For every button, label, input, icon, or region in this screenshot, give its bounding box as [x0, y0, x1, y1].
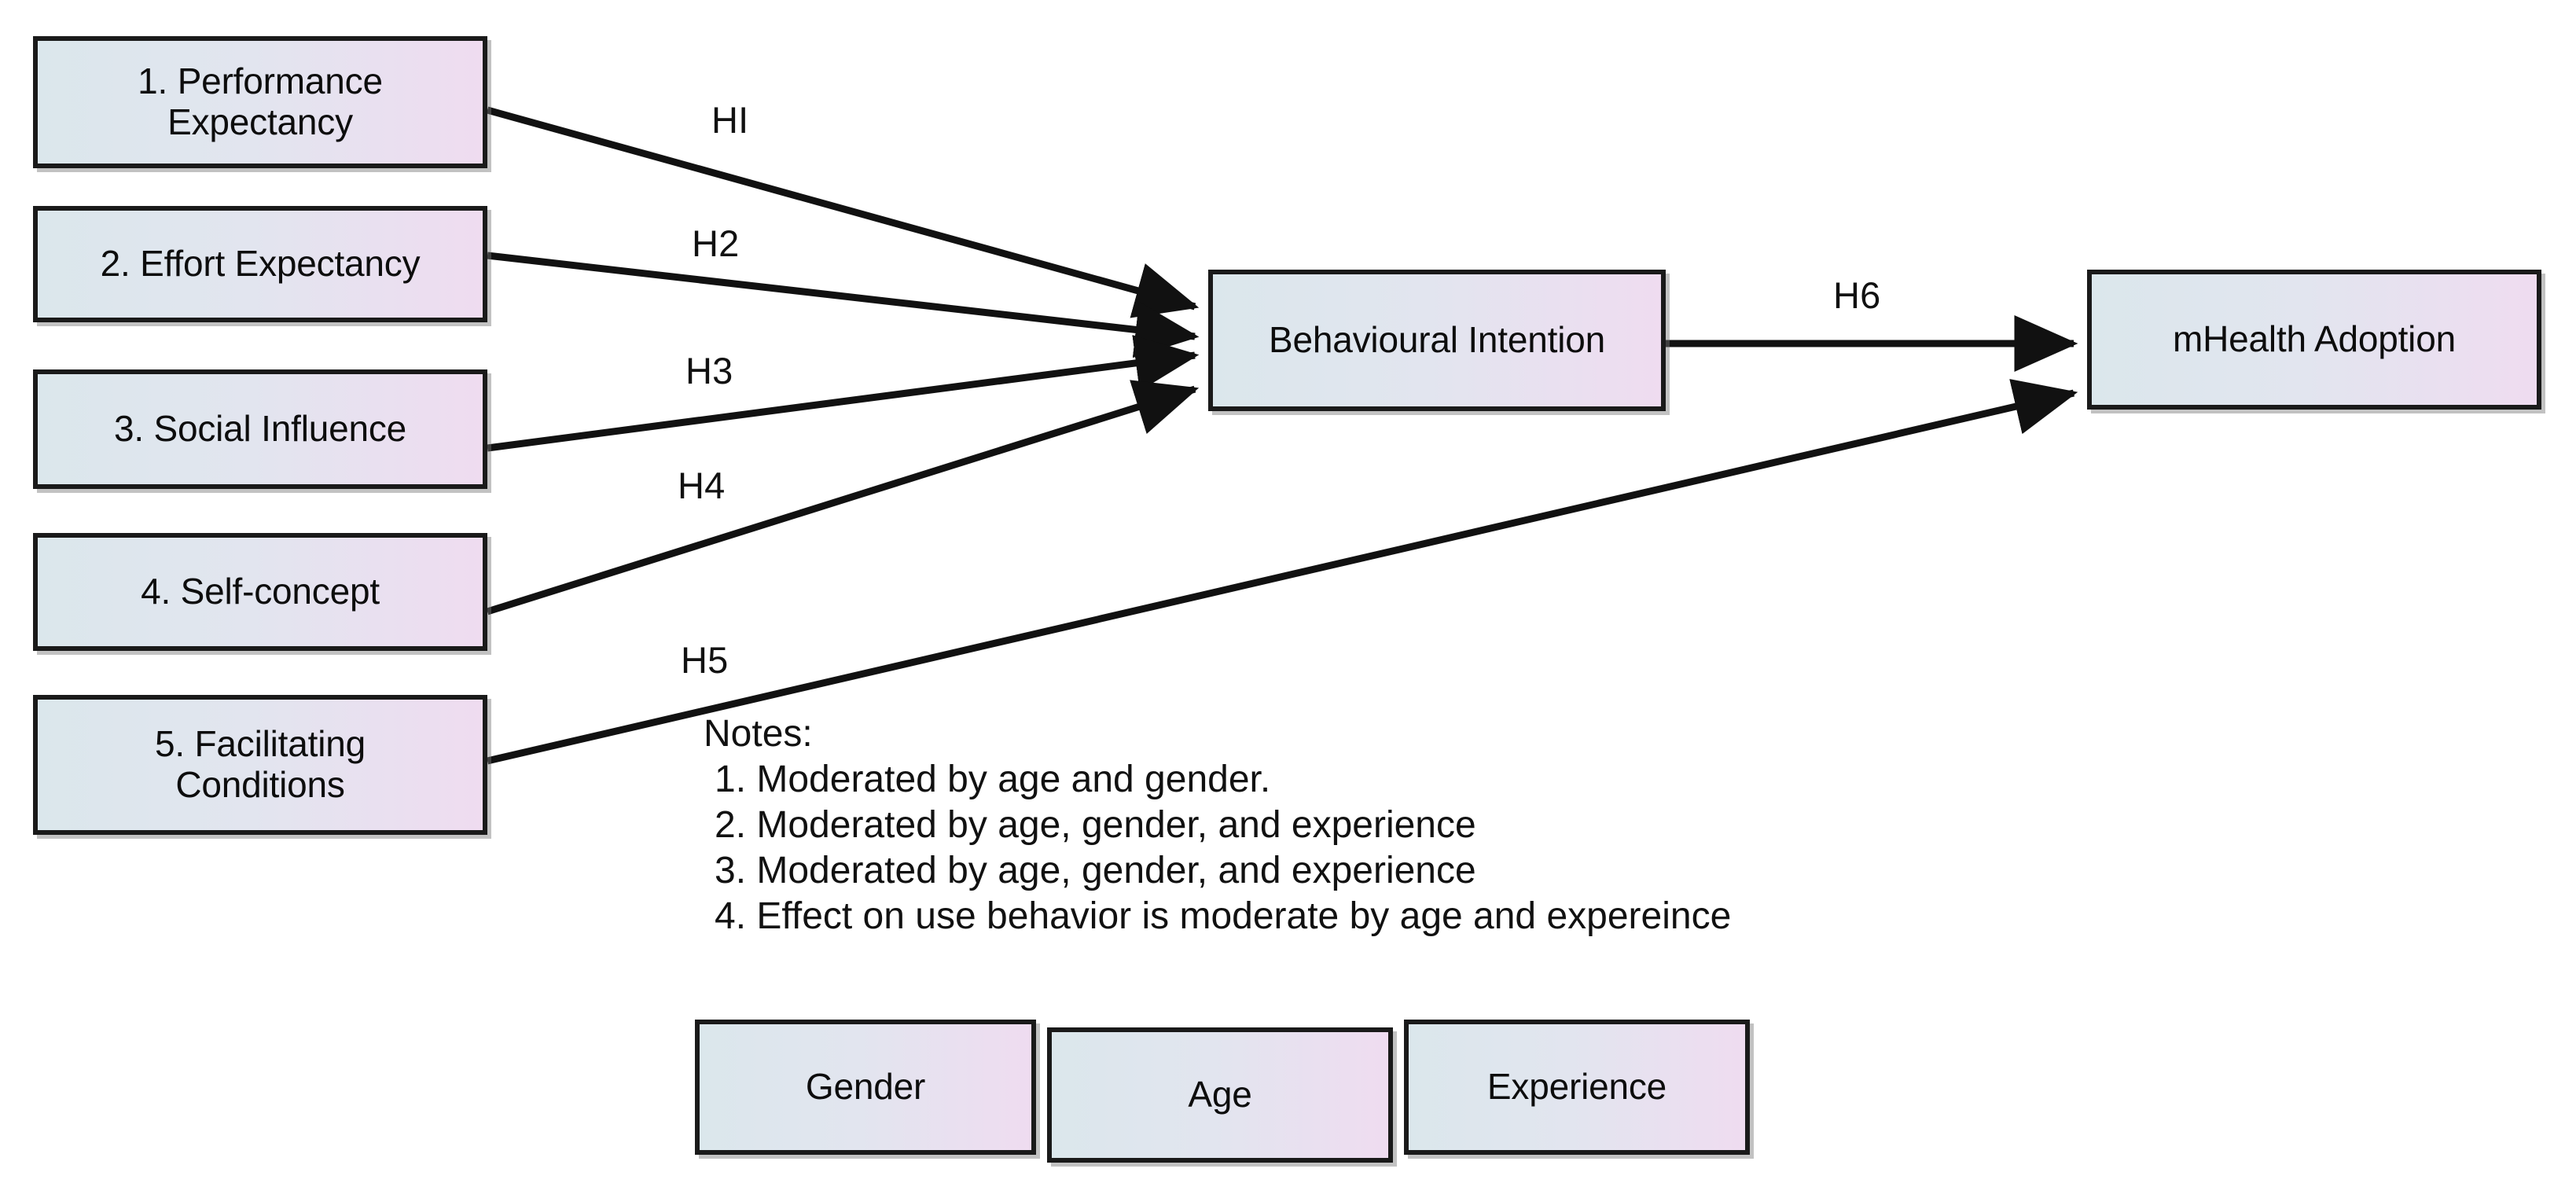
node-self-concept[interactable]: 4. Self-concept — [33, 533, 487, 651]
note-item-4: 4. Effect on use behavior is moderate by… — [715, 895, 1732, 937]
edge-label-h3: H3 — [685, 350, 733, 391]
node-age[interactable]: Age — [1047, 1027, 1393, 1163]
node-mhealth-adoption[interactable]: mHealth Adoption — [2087, 270, 2541, 410]
node-performance-expectancy[interactable]: 1. Performance Expectancy — [33, 36, 487, 168]
notes-block: Notes: 1. Moderated by age and gender. 2… — [704, 715, 1731, 943]
edge-label-h2: H2 — [692, 222, 740, 264]
note-item-2: 2. Moderated by age, gender, and experie… — [715, 804, 1476, 846]
notes-heading: Notes: — [704, 713, 813, 755]
note-item-1: 1. Moderated by age and gender. — [715, 759, 1271, 800]
edge-h3 — [487, 335, 1200, 452]
edge-h1 — [486, 106, 1200, 318]
edge-h4 — [486, 380, 1200, 616]
edge-label-h6: H6 — [1833, 274, 1881, 316]
edge-label-h1: HI — [711, 99, 749, 141]
edge-h2 — [487, 252, 1200, 358]
edge-label-h5: H5 — [681, 639, 729, 681]
node-gender[interactable]: Gender — [695, 1020, 1036, 1155]
node-facilitating-conditions[interactable]: 5. Facilitating Conditions — [33, 695, 487, 835]
node-experience[interactable]: Experience — [1404, 1020, 1750, 1155]
edge-label-h4: H4 — [678, 465, 726, 506]
node-behavioural-intention[interactable]: Behavioural Intention — [1208, 270, 1666, 411]
node-social-influence[interactable]: 3. Social Influence — [33, 369, 487, 489]
edge-h5 — [486, 379, 2078, 765]
node-effort-expectancy[interactable]: 2. Effort Expectancy — [33, 206, 487, 322]
note-item-3: 3. Moderated by age, gender, and experie… — [715, 850, 1476, 891]
